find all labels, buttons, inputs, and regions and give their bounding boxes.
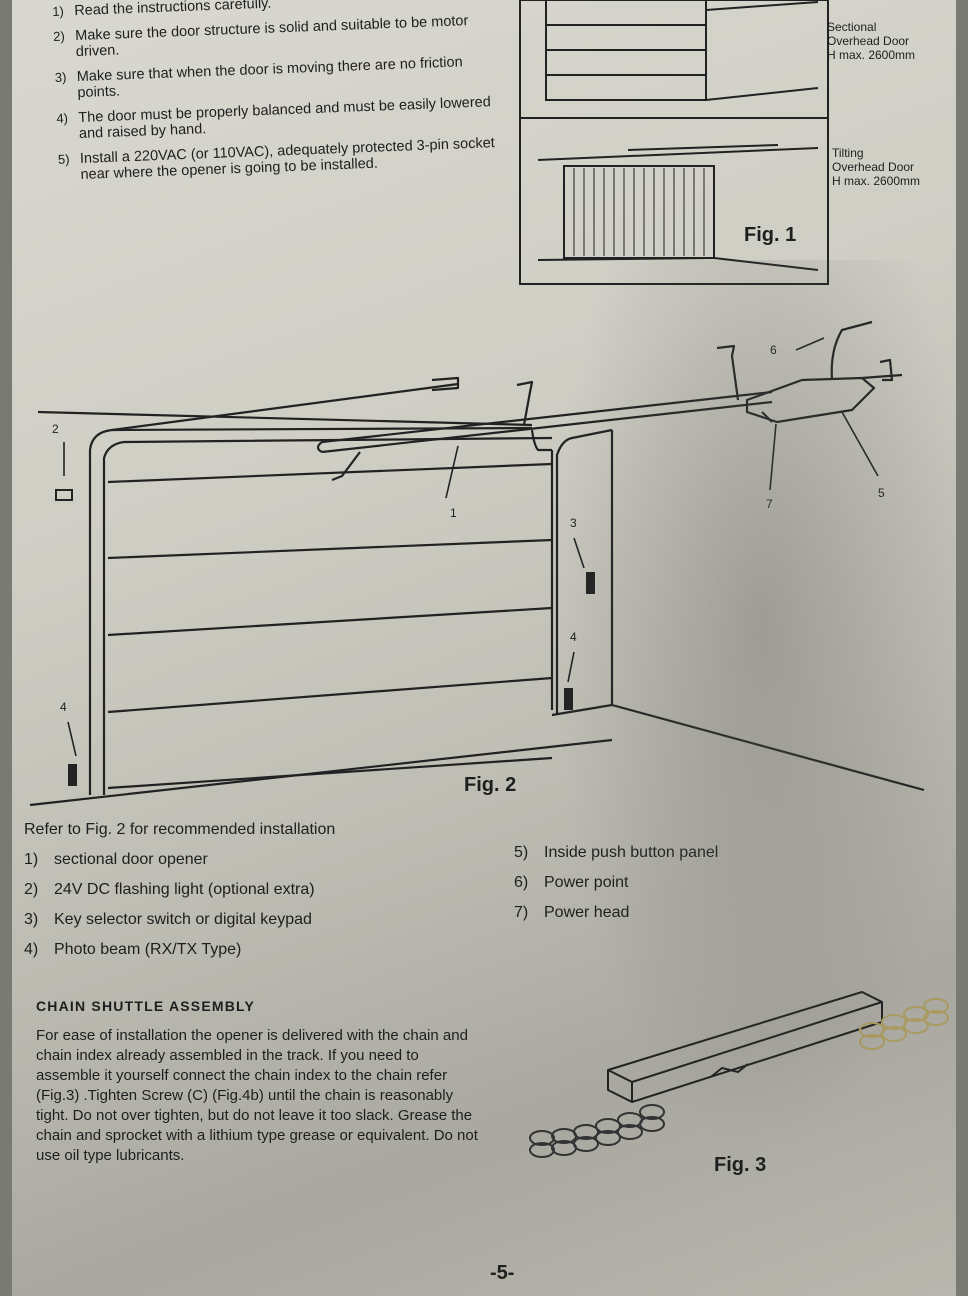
instruction-item: 2)Make sure the door structure is solid … [52,13,469,61]
instruction-item: 4)The door must be properly balanced and… [56,94,492,143]
legend-item: 5)Inside push button panel [514,844,719,861]
legend-item: 1)sectional door opener [24,851,208,868]
fig2-callout-4: 4 [570,630,577,644]
fig1-door-a-label: Sectional Overhead Door H max. 2600mm [827,20,916,62]
page-number: -5- [490,1262,515,1284]
fig2-garage-illustration [29,320,925,807]
manual-page: 1)Read the instructions carefully. 2)Mak… [12,0,968,1296]
instructions-list: 1)Read the instructions carefully. 2)Mak… [52,0,509,193]
fig1-illustration [519,0,829,285]
legend-intro: Refer to Fig. 2 for recommended installa… [24,821,336,838]
fig2-label: Fig. 2 [464,774,517,796]
legend-item: 2)24V DC flashing light (optional extra) [24,881,315,898]
fig1-label: Fig. 1 [744,224,797,246]
fig2-callout-3: 3 [570,516,577,530]
fig2-callout-5: 5 [878,486,885,500]
fig1-door-b-label: Tilting Overhead Door H max. 2600mm [832,146,921,188]
instruction-item: 5)Install a 220VAC (or 110VAC), adequate… [57,135,496,184]
fig2-callout-7: 7 [766,497,773,511]
fig2-callout-4b: 4 [60,700,67,714]
fig2-callout-6: 6 [770,343,777,357]
instruction-item: 3)Make sure that when the door is moving… [54,54,463,102]
legend-item: 6)Power point [514,874,629,891]
fig2-callout-2: 2 [52,422,59,436]
legend-left: Refer to Fig. 2 for recommended installa… [24,815,335,965]
legend-item: 4)Photo beam (RX/TX Type) [24,941,242,958]
fig2-callout-1: 1 [450,506,457,520]
legend-item: 3)Key selector switch or digital keypad [24,911,312,928]
section-title: CHAIN SHUTTLE ASSEMBLY [36,998,256,1014]
legend-right: 5)Inside push button panel 6)Power point… [514,838,718,928]
fig3-label: Fig. 3 [714,1154,767,1176]
fig3-chain-illustration [529,991,949,1158]
section-body: For ease of installation the opener is d… [36,1027,478,1164]
legend-item: 7)Power head [514,904,630,921]
